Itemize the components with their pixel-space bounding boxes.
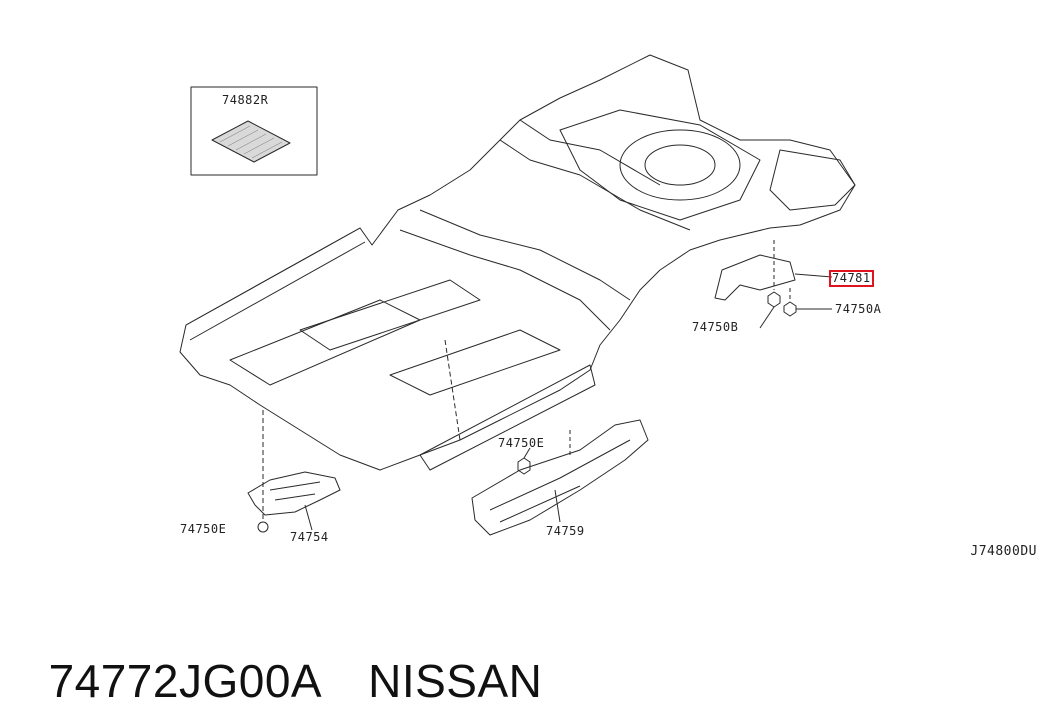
spare-tire-well: [619, 129, 741, 201]
floor-rear-pan: [559, 109, 761, 221]
diagram-code: J74800DU: [970, 544, 1037, 559]
mat-part-box: [190, 86, 318, 176]
leader-74750b: [759, 306, 775, 329]
callout-74750e-left: 74750E: [180, 522, 227, 536]
callout-74759: 74759: [546, 524, 585, 538]
brand-name: NISSAN: [368, 655, 543, 707]
mat-texture: [219, 125, 283, 159]
bracket-74754-detail: [269, 481, 321, 501]
floor-rear-rail: [499, 119, 691, 231]
leader-74781: [794, 273, 833, 278]
bracket-74754: [247, 471, 341, 516]
leader-74754: [304, 504, 313, 531]
floor-rear-right-arch: [769, 149, 856, 211]
floor-left-sill: [185, 227, 366, 341]
floor-panel-exploded-diagram: [179, 54, 856, 536]
bracket-74759-detail: [489, 439, 631, 523]
callout-74754: 74754: [290, 530, 329, 544]
mat-icon: [211, 120, 291, 163]
bolt-74750a: [783, 301, 797, 317]
clip-74750e-center: [517, 457, 531, 475]
bolt-74750b: [767, 291, 781, 308]
spare-tire-well-inner: [644, 144, 716, 186]
callout-74882r: 74882R: [222, 93, 269, 107]
floor-panel-outline: [179, 54, 856, 471]
callout-74750e-center: 74750E: [498, 436, 545, 450]
clip-74750e-left: [257, 521, 269, 533]
floor-crossmember-3: [389, 329, 561, 396]
callout-74781[interactable]: 74781: [829, 270, 874, 287]
bracket-74781: [714, 254, 796, 301]
floor-tunnel: [399, 209, 631, 331]
callout-74750b: 74750B: [692, 320, 739, 334]
part-title: 74772JG00A NISSAN: [22, 600, 542, 708]
leader-74750e: [523, 447, 531, 459]
leader-dash-74759: [444, 339, 461, 441]
callout-74750a: 74750A: [835, 302, 882, 316]
leader-74759: [554, 489, 561, 523]
part-number: 74772JG00A: [48, 655, 323, 707]
floor-crossmember-1: [229, 299, 421, 386]
floor-sill-right: [419, 364, 596, 471]
floor-crossmember-2: [299, 279, 481, 351]
